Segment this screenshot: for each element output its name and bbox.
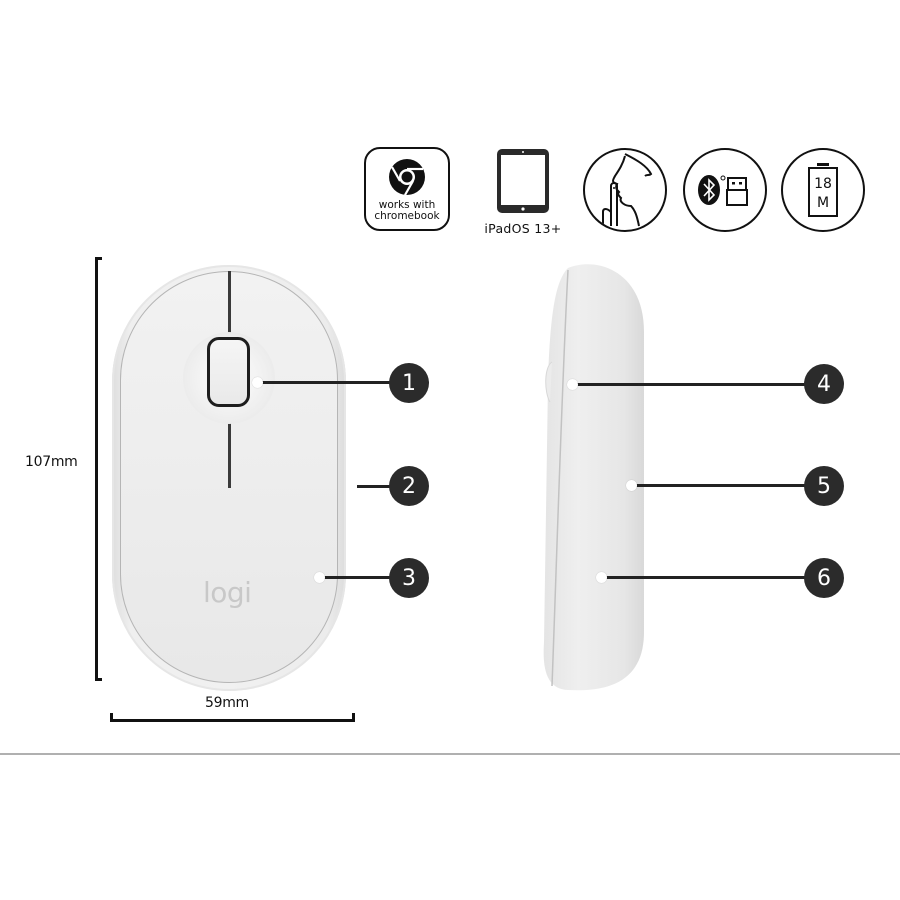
chromebook-label-line2: chromebook <box>374 210 440 222</box>
callout-2-leader <box>357 485 397 488</box>
mouse-side-view <box>543 264 644 691</box>
callout-1-leader <box>257 381 397 384</box>
logi-logo: logi <box>203 576 252 609</box>
callout-badge-1: 1 <box>389 363 429 403</box>
callout-4-leader <box>574 383 814 386</box>
chromebook-label-line1: works with <box>378 199 436 211</box>
silent-click-icon <box>602 153 653 227</box>
callout-6-anchor <box>596 572 607 583</box>
battery-icon: 18 M <box>808 163 838 217</box>
ipados-compat: iPadOS 13+ <box>478 147 568 239</box>
battery-months-unit: M <box>817 195 829 211</box>
callout-3-anchor <box>314 572 325 583</box>
tablet-icon <box>497 149 549 213</box>
callout-badge-3: 3 <box>389 558 429 598</box>
silent-click-badge <box>583 148 667 232</box>
callout-badge-6: 6 <box>804 558 844 598</box>
ipados-label: iPadOS 13+ <box>484 221 562 236</box>
width-dimension-cap-left <box>110 713 113 722</box>
connectivity-badge <box>683 148 767 232</box>
callout-badge-4: 4 <box>804 364 844 404</box>
section-divider <box>0 753 900 755</box>
battery-months-value: 18 <box>814 176 832 192</box>
button-split-line-top <box>228 271 231 349</box>
callout-6-leader <box>603 576 814 579</box>
width-dimension-cap-right <box>352 713 355 722</box>
callout-4-anchor <box>567 379 578 390</box>
width-dimension-label: 59mm <box>205 695 249 711</box>
callout-3-leader <box>321 576 397 579</box>
callout-badge-2: 2 <box>389 466 429 506</box>
callout-badge-5: 5 <box>804 466 844 506</box>
button-split-line-bottom <box>228 408 231 488</box>
chromebook-compat-badge: works with chromebook <box>364 147 450 231</box>
bluetooth-receiver-icon <box>698 175 748 206</box>
width-dimension-line <box>110 719 355 722</box>
callout-5-leader <box>633 484 814 487</box>
height-dimension-label: 107mm <box>25 454 78 470</box>
callout-5-anchor <box>626 480 637 491</box>
scroll-wheel <box>207 337 250 407</box>
chrome-icon <box>389 159 425 196</box>
height-dimension-cap-bottom <box>95 678 102 681</box>
callout-1-anchor <box>252 377 263 388</box>
battery-life-badge: 18 M <box>781 148 865 232</box>
height-dimension-line <box>95 257 98 681</box>
height-dimension-cap-top <box>95 257 102 260</box>
